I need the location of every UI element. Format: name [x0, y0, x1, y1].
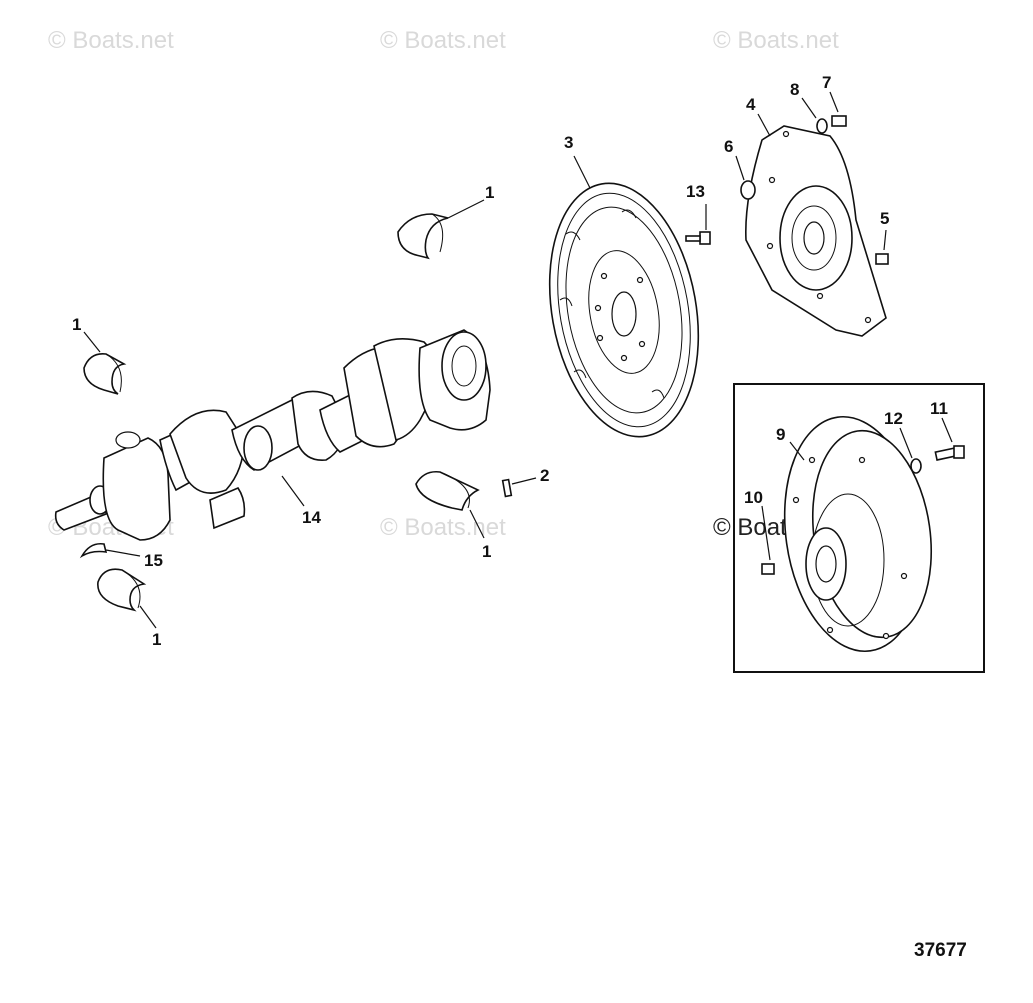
watermark: © Boats.net	[48, 27, 174, 54]
callout-10: 10	[744, 488, 763, 507]
reference-number: 37677	[914, 940, 967, 961]
watermark: © Boats.net	[380, 514, 506, 541]
inset-washer	[899, 427, 922, 474]
callout-11: 11	[930, 399, 948, 418]
spacer	[735, 155, 756, 200]
drive-plate-bolt	[829, 91, 847, 127]
callout-13: 13	[686, 182, 705, 201]
callout-8: 8	[790, 80, 799, 99]
damper-plate	[783, 415, 933, 653]
callout-2: 2	[540, 466, 549, 485]
crankshaft-key	[79, 542, 141, 559]
watermark: © Boats.net	[380, 27, 506, 54]
bearing-shell-lower-left	[97, 568, 157, 629]
callout-3: 3	[564, 133, 573, 152]
callout-1: 1	[72, 315, 81, 334]
bearing-shell-upper-right	[397, 199, 485, 260]
watermark: © Boats.net	[713, 27, 839, 54]
callout-9: 9	[776, 425, 785, 444]
drive-plate-nut	[875, 229, 889, 265]
callout-7: 7	[822, 73, 831, 92]
flywheel	[548, 155, 700, 438]
callout-1: 1	[482, 542, 491, 561]
callout-4: 4	[746, 95, 756, 114]
callout-1: 1	[152, 630, 161, 649]
washer	[801, 97, 828, 134]
callout-14: 14	[302, 508, 321, 527]
callout-12: 12	[884, 409, 903, 428]
crankshaft	[54, 329, 491, 541]
inset-bolt	[934, 417, 965, 461]
callout-5: 5	[880, 209, 889, 228]
inset-box	[733, 383, 985, 673]
flywheel-bolt	[685, 204, 711, 245]
drive-plate	[745, 113, 887, 337]
callout-15: 15	[144, 551, 163, 570]
callout-6: 6	[724, 137, 733, 156]
inset-bolt-small	[761, 505, 775, 575]
dowel-pin	[501, 477, 537, 498]
bearing-shell-upper-left	[83, 331, 127, 395]
callout-1: 1	[485, 183, 494, 202]
bearing-shell-lower-center	[415, 470, 485, 539]
